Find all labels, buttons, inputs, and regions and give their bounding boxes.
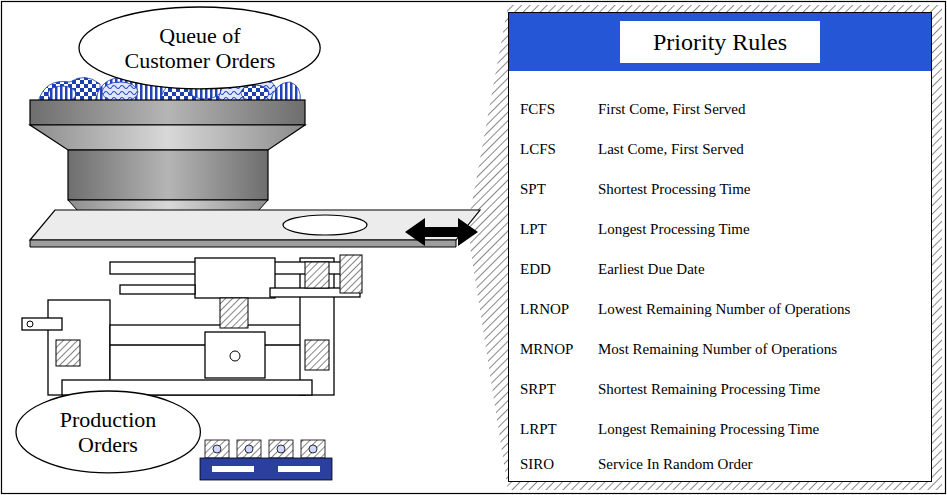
rule-description: First Come, First Served (598, 100, 746, 118)
rule-description: Service In Random Order (598, 455, 753, 473)
node-label: Queue of Customer Orders (120, 23, 280, 74)
rule-description: Earliest Due Date (598, 260, 705, 278)
production-ellipse: Production Orders (15, 390, 201, 474)
rule-abbreviation: FCFS (520, 100, 555, 118)
rule-abbreviation: SRPT (520, 380, 556, 398)
rule-description: Last Come, First Served (598, 140, 744, 158)
rule-description: Shortest Processing Time (598, 180, 751, 198)
priority-rules-panel: Priority Rules (508, 12, 932, 482)
rule-abbreviation: SPT (520, 180, 546, 198)
rule-description: Shortest Remaining Processing Time (598, 380, 820, 398)
rule-abbreviation: LRPT (520, 420, 557, 438)
rule-abbreviation: LRNOP (520, 300, 569, 318)
title-box: Priority Rules (620, 21, 820, 63)
rule-abbreviation: EDD (520, 260, 551, 278)
header-band: Priority Rules (509, 13, 931, 71)
rule-abbreviation: LCFS (520, 140, 556, 158)
queue-ellipse: Queue of Customer Orders (78, 6, 321, 90)
rule-abbreviation: LPT (520, 220, 547, 238)
rule-description: Longest Processing Time (598, 220, 750, 238)
rule-abbreviation: MRNOP (520, 340, 573, 358)
rule-description: Most Remaining Number of Operations (598, 340, 837, 358)
panel-heading: Priority Rules (653, 29, 787, 56)
rule-description: Longest Remaining Processing Time (598, 420, 819, 438)
rule-description: Lowest Remaining Number of Operations (598, 300, 850, 318)
rule-abbreviation: SIRO (520, 455, 554, 473)
node-label: Production Orders (48, 407, 168, 458)
